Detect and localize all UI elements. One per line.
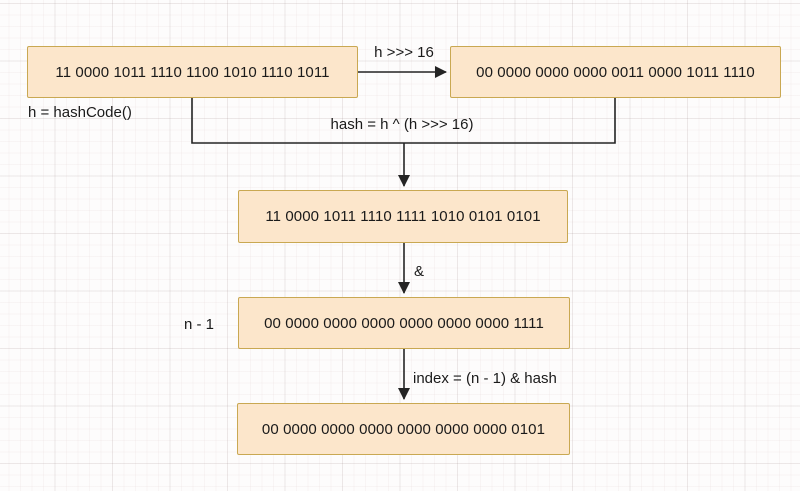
binary-box-n-minus-1-mask[interactable]: 00 0000 0000 0000 0000 0000 0000 1111 (238, 297, 570, 349)
binary-box-hashcode[interactable]: 11 0000 1011 1110 1100 1010 1110 1011 (27, 46, 358, 98)
label-h-hashcode: h = hashCode() (28, 104, 132, 121)
label-index-formula: index = (n - 1) & hash (413, 370, 557, 387)
binary-box-index-result-text: 00 0000 0000 0000 0000 0000 0000 0101 (261, 420, 546, 438)
binary-box-index-result[interactable]: 00 0000 0000 0000 0000 0000 0000 0101 (237, 403, 570, 455)
binary-box-n-minus-1-mask-text: 00 0000 0000 0000 0000 0000 0000 1111 (264, 314, 544, 332)
label-shift-operation: h >>> 16 (374, 44, 434, 61)
label-xor-formula: hash = h ^ (h >>> 16) (330, 116, 474, 133)
binary-box-hashcode-text: 11 0000 1011 1110 1100 1010 1110 1011 (55, 63, 330, 81)
binary-box-xor-result[interactable]: 11 0000 1011 1110 1111 1010 0101 0101 (238, 190, 568, 243)
binary-box-shifted[interactable]: 00 0000 0000 0000 0011 0000 1011 1110 (450, 46, 781, 98)
binary-box-xor-result-text: 11 0000 1011 1110 1111 1010 0101 0101 (265, 208, 541, 225)
label-n-minus-1: n - 1 (184, 316, 215, 333)
label-and-operator: & (414, 263, 425, 280)
binary-box-shifted-text: 00 0000 0000 0000 0011 0000 1011 1110 (476, 63, 755, 81)
